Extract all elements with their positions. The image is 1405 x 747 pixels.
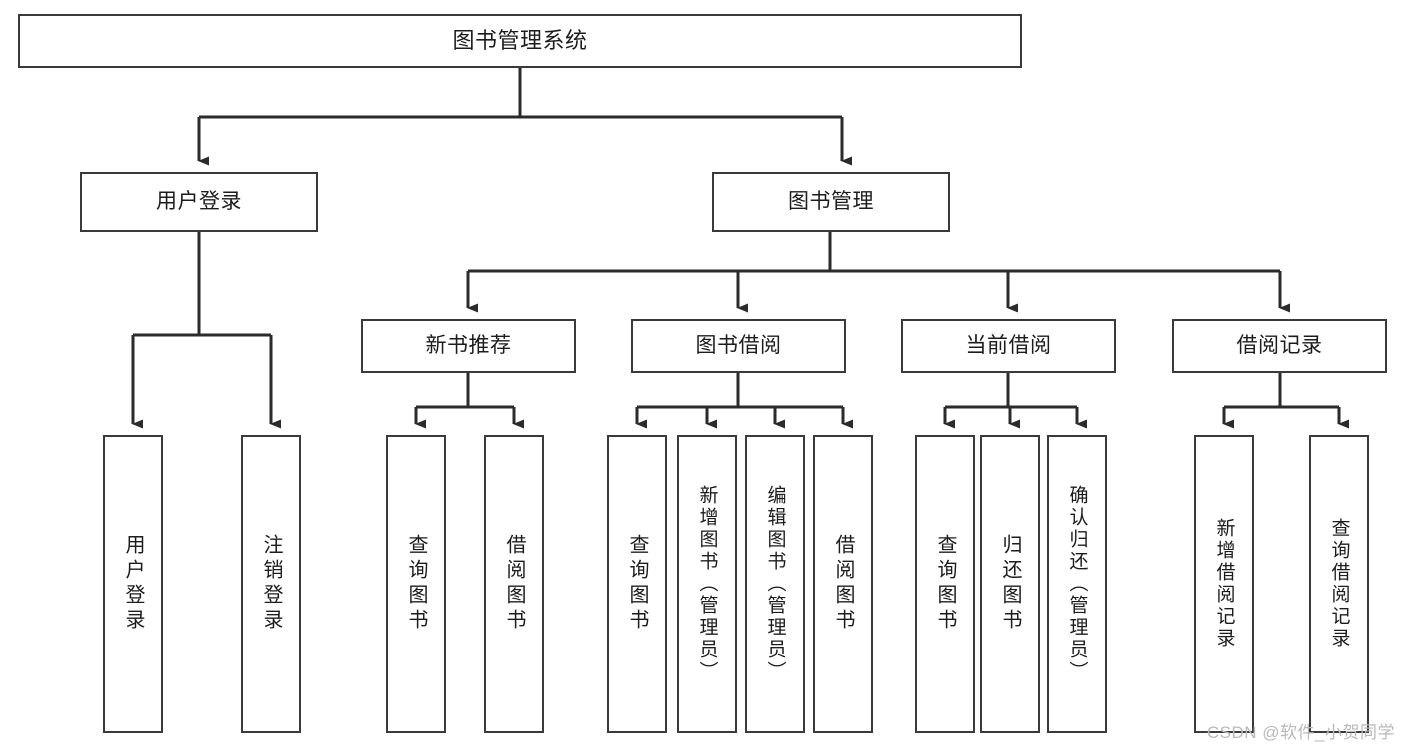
node-borrow-record[interactable]: 借阅记录 <box>1172 319 1387 373</box>
node-label: 查询借阅记录 <box>1328 518 1350 650</box>
leaf-current-borrow-query[interactable]: 查询图书 <box>915 435 975 733</box>
node-label: 借阅记录 <box>1236 333 1323 357</box>
node-label: 查询图书 <box>934 534 956 634</box>
node-label: 编辑图书（管理员） <box>764 485 786 683</box>
node-label: 图书管理 <box>788 189 874 213</box>
leaf-new-book-borrow[interactable]: 借阅图书 <box>484 435 544 733</box>
node-label: 注销登录 <box>260 534 282 634</box>
leaf-book-borrow-query[interactable]: 查询图书 <box>607 435 667 733</box>
leaf-book-borrow-add-admin[interactable]: 新增图书（管理员） <box>677 435 737 733</box>
node-user-login[interactable]: 用户登录 <box>80 172 318 232</box>
leaf-user-login-logout[interactable]: 注销登录 <box>241 435 301 733</box>
csdn-watermark: CSDN @软件_小贺同学 <box>1206 723 1395 742</box>
leaf-borrow-record-query[interactable]: 查询借阅记录 <box>1309 435 1369 733</box>
leaf-book-borrow-borrow[interactable]: 借阅图书 <box>813 435 873 733</box>
node-label: 查询图书 <box>626 534 648 634</box>
leaf-book-borrow-edit-admin[interactable]: 编辑图书（管理员） <box>745 435 805 733</box>
node-label: 用户登录 <box>122 534 144 634</box>
node-label: 归还图书 <box>999 534 1021 634</box>
node-new-book-recommend[interactable]: 新书推荐 <box>361 319 576 373</box>
node-label: 用户登录 <box>156 189 242 213</box>
leaf-borrow-record-add[interactable]: 新增借阅记录 <box>1194 435 1254 733</box>
node-current-borrow[interactable]: 当前借阅 <box>901 319 1116 373</box>
leaf-user-login-login[interactable]: 用户登录 <box>103 435 163 733</box>
node-label: 当前借阅 <box>965 333 1052 357</box>
node-label: 图书管理系统 <box>452 28 588 54</box>
leaf-current-borrow-confirm-return-admin[interactable]: 确认归还（管理员） <box>1047 435 1107 733</box>
node-label: 图书借阅 <box>695 333 782 357</box>
node-book-management[interactable]: 图书管理 <box>712 172 950 232</box>
leaf-new-book-query[interactable]: 查询图书 <box>386 435 446 733</box>
node-book-borrow[interactable]: 图书借阅 <box>631 319 846 373</box>
node-label: 确认归还（管理员） <box>1066 485 1088 683</box>
leaf-current-borrow-return[interactable]: 归还图书 <box>980 435 1040 733</box>
node-label: 新书推荐 <box>425 333 512 357</box>
node-label: 借阅图书 <box>503 534 525 634</box>
node-book-management-system[interactable]: 图书管理系统 <box>18 14 1022 68</box>
node-label: 新增借阅记录 <box>1213 518 1235 650</box>
node-label: 查询图书 <box>405 534 427 634</box>
node-label: 借阅图书 <box>832 534 854 634</box>
node-label: 新增图书（管理员） <box>696 485 718 683</box>
